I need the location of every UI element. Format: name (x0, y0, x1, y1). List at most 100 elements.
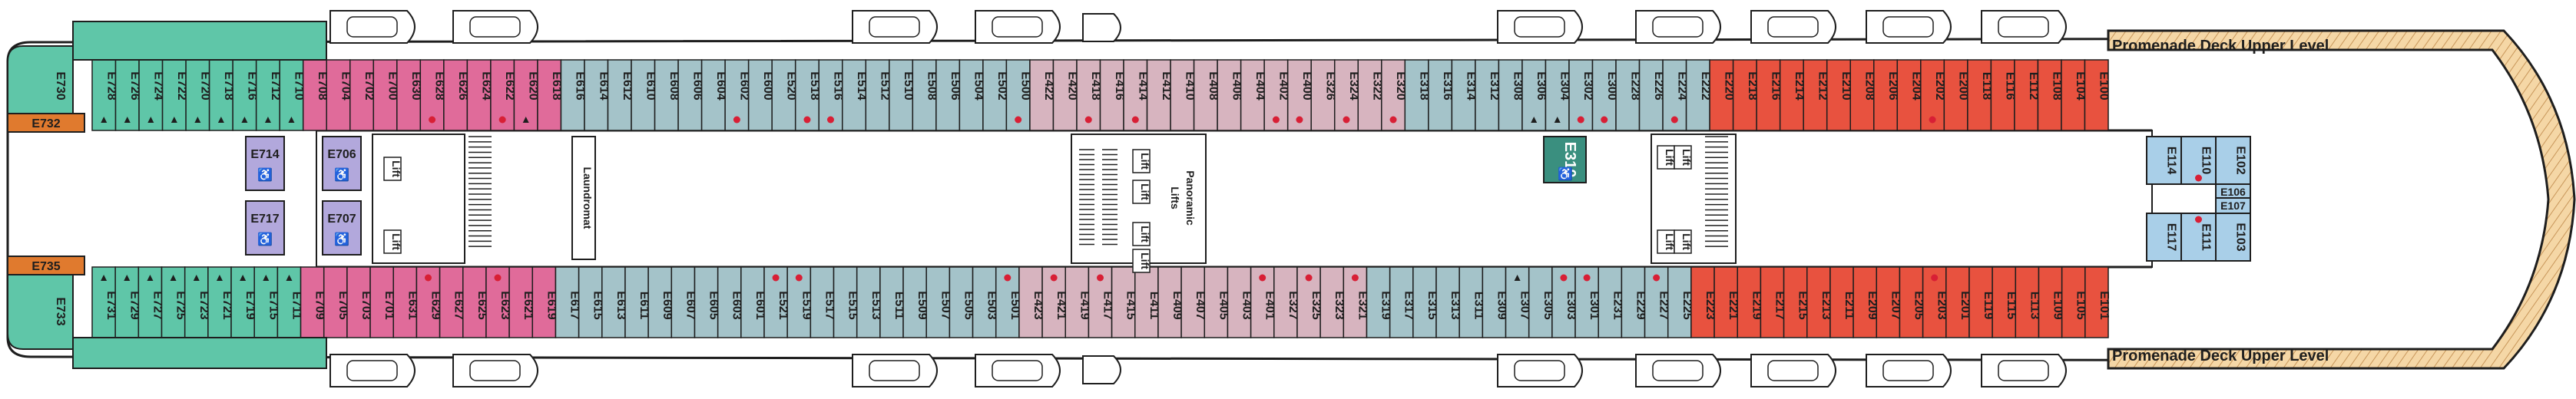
cabin-E204[interactable]: E204 (1896, 59, 1923, 131)
cabin-E212[interactable]: E212 (1803, 59, 1829, 131)
cabin-E714[interactable]: E714♿ (245, 136, 285, 191)
cabin-E516[interactable]: E516 (818, 59, 844, 131)
cabin-E200[interactable]: E200 (1943, 59, 1970, 131)
cabin-E613[interactable]: E613 (601, 266, 627, 338)
cabin-E504[interactable]: E504 (959, 59, 985, 131)
cabin-E405[interactable]: E405 (1204, 266, 1230, 338)
cabin-E621[interactable]: E621 (508, 266, 535, 338)
cabin-E511[interactable]: E511 (879, 266, 906, 338)
cabin-E226[interactable]: E226 (1638, 59, 1665, 131)
cabin-E203[interactable]: E203 (1922, 266, 1949, 338)
cabin-E404[interactable]: E404 (1240, 59, 1266, 131)
cabin-E227[interactable]: E227 (1644, 266, 1670, 338)
cabin-E420[interactable]: E420 (1052, 59, 1079, 131)
cabin-E706[interactable]: E706♿ (322, 136, 362, 191)
cabin-E726[interactable]: E726 (114, 59, 141, 131)
cabin-E416[interactable]: E416 (1099, 59, 1126, 131)
cabin-E300[interactable]: E300 (1591, 59, 1618, 131)
cabin-E114[interactable]: E114 (2146, 136, 2182, 185)
cabin-E103[interactable]: E103 (2215, 213, 2251, 262)
cabin-E625[interactable]: E625 (462, 266, 488, 338)
cabin-E410[interactable]: E410 (1170, 59, 1196, 131)
cabin-E205[interactable]: E205 (1899, 266, 1925, 338)
cabin-E608[interactable]: E608 (654, 59, 680, 131)
cabin-E732[interactable] (7, 113, 85, 133)
cabin-E712[interactable]: E712 (255, 59, 282, 131)
cabin-E728[interactable]: E728 (91, 59, 118, 131)
cabin-E216[interactable]: E216 (1756, 59, 1782, 131)
cabin-E512[interactable]: E512 (865, 59, 892, 131)
cabin-E719[interactable]: E719 (230, 266, 257, 338)
cabin-E727[interactable]: E727 (137, 266, 164, 338)
cabin-E101[interactable]: E101 (2084, 266, 2111, 338)
cabin-E607[interactable]: E607 (670, 266, 697, 338)
cabin-E106[interactable]: E106 (2215, 183, 2251, 200)
cabin-E518[interactable]: E518 (794, 59, 821, 131)
cabin-E324[interactable]: E324 (1333, 59, 1360, 131)
cabin-E222[interactable]: E222 (1685, 59, 1712, 131)
cabin-E115[interactable]: E115 (1992, 266, 2018, 338)
cabin-E521[interactable]: E521 (763, 266, 790, 338)
cabin-E408[interactable]: E408 (1193, 59, 1220, 131)
cabin-E207[interactable]: E207 (1876, 266, 1902, 338)
cabin-E501[interactable]: E501 (995, 266, 1021, 338)
cabin-E219[interactable]: E219 (1737, 266, 1763, 338)
cabin-E325[interactable]: E325 (1296, 266, 1323, 338)
cabin-E327[interactable]: E327 (1273, 266, 1300, 338)
cabin-E314[interactable]: E314 (1451, 59, 1478, 131)
cabin-E611[interactable]: E611 (624, 266, 651, 338)
cabin-E703[interactable]: E703 (346, 266, 372, 338)
cabin-E704[interactable]: E704 (326, 59, 352, 131)
cabin-E228[interactable]: E228 (1615, 59, 1641, 131)
cabin-E724[interactable]: E724 (138, 59, 164, 131)
cabin-E301[interactable]: E301 (1574, 266, 1601, 338)
cabin-E614[interactable]: E614 (584, 59, 610, 131)
cabin-E307[interactable]: E307 (1505, 266, 1531, 338)
cabin-E229[interactable]: E229 (1621, 266, 1647, 338)
cabin-E319[interactable]: E319 (1366, 266, 1392, 338)
cabin-E702[interactable]: E702 (349, 59, 376, 131)
cabin-E710[interactable]: E710 (279, 59, 305, 131)
cabin-E321[interactable]: E321 (1343, 266, 1369, 338)
cabin-E312[interactable]: E312 (1475, 59, 1501, 131)
cabin-E720[interactable]: E720 (185, 59, 211, 131)
cabin-E604[interactable]: E604 (700, 59, 727, 131)
cabin-E603[interactable]: E603 (717, 266, 743, 338)
cabin-E700[interactable]: E700 (372, 59, 399, 131)
cabin-E407[interactable]: E407 (1180, 266, 1207, 338)
cabin-E108[interactable]: E108 (2037, 59, 2064, 131)
cabin-E316[interactable]: E316 (1428, 59, 1454, 131)
cabin-E517[interactable]: E517 (810, 266, 836, 338)
cabin-E626[interactable]: E626 (443, 59, 469, 131)
cabin-E733[interactable] (7, 274, 74, 350)
cabin-E701[interactable]: E701 (369, 266, 396, 338)
cabin-E722[interactable]: E722 (161, 59, 188, 131)
cabin-E503[interactable]: E503 (972, 266, 998, 338)
cabin-E609[interactable]: E609 (647, 266, 674, 338)
cabin-E717[interactable]: E717♿ (245, 200, 285, 256)
cabin-E718[interactable]: E718 (208, 59, 235, 131)
cabin-E309[interactable]: E309 (1482, 266, 1508, 338)
cabin-E628[interactable]: E628 (419, 59, 446, 131)
cabin-E313[interactable]: E313 (1435, 266, 1462, 338)
cabin-E303[interactable]: E303 (1551, 266, 1578, 338)
cabin-E116[interactable]: E116 (1990, 59, 2017, 131)
cabin-E606[interactable]: E606 (677, 59, 704, 131)
cabin-E104[interactable]: E104 (2061, 59, 2087, 131)
cabin-E110[interactable]: E110 (2180, 136, 2217, 185)
cabin-E311[interactable]: E311 (1459, 266, 1485, 338)
cabin-E326[interactable]: E326 (1310, 59, 1336, 131)
cabin-E209[interactable]: E209 (1853, 266, 1879, 338)
cabin-E208[interactable]: E208 (1849, 59, 1876, 131)
cabin-E716[interactable]: E716 (232, 59, 258, 131)
cabin-E418[interactable]: E418 (1076, 59, 1102, 131)
cabin-E610[interactable]: E610 (631, 59, 657, 131)
cabin-E102[interactable]: E102 (2215, 136, 2251, 185)
cabin-E421[interactable]: E421 (1041, 266, 1068, 338)
cabin-E403[interactable]: E403 (1227, 266, 1253, 338)
cabin-E616[interactable]: E616 (560, 59, 587, 131)
cabin-E412[interactable]: E412 (1146, 59, 1173, 131)
cabin-E705[interactable]: E705 (323, 266, 349, 338)
cabin-E506[interactable]: E506 (935, 59, 962, 131)
cabin-E415[interactable]: E415 (1111, 266, 1137, 338)
